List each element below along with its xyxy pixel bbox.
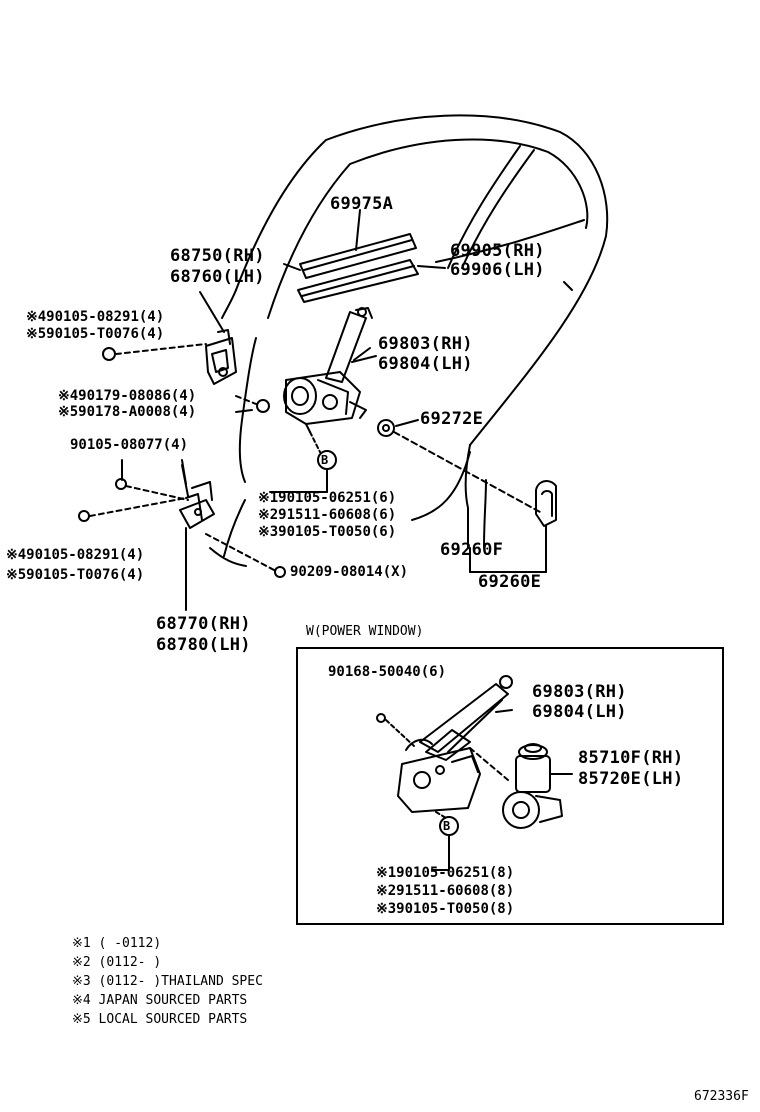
- upper-hinge: [199, 291, 237, 385]
- lower-hinge: [179, 459, 247, 611]
- label-90105-08077: 90105-08077(4): [70, 437, 189, 453]
- label-85710f: 85710F(RH): [578, 748, 684, 768]
- channel-strips: [297, 209, 446, 303]
- label-490179-08086: ※490179-08086(4): [58, 388, 197, 404]
- label-69905: 69905(RH): [450, 241, 545, 261]
- figure-code: 672336F: [694, 1089, 749, 1104]
- label-leaders: [121, 263, 419, 497]
- note-5: ※5 LOCAL SOURCED PARTS: [72, 1012, 248, 1027]
- callout-b-leader-top: [269, 431, 337, 493]
- power-window-title: W(POWER WINDOW): [306, 624, 424, 639]
- label-590105-t0076-bot: ※590105-T0076(4): [6, 567, 145, 583]
- label-390105-t0050: ※390105-T0050(6): [258, 524, 397, 540]
- label-490105-08291-top: ※490105-08291(4): [26, 309, 165, 325]
- window-regulator: [283, 307, 373, 433]
- label-pw-190105-06251: ※190105-06251(8): [376, 865, 515, 881]
- power-window-regulator: [376, 675, 513, 819]
- label-69975a: 69975A: [330, 194, 394, 214]
- label-pw-69804: 69804(LH): [532, 702, 627, 722]
- note-3: ※3 (0112- )THAILAND SPEC: [72, 974, 263, 989]
- label-68760: 68760(LH): [170, 267, 265, 287]
- label-pw-291511-60608: ※291511-60608(8): [376, 883, 515, 899]
- callout-b-top: B: [321, 453, 329, 467]
- label-69906: 69906(LH): [450, 260, 545, 280]
- door-frame-outline: [221, 114, 609, 557]
- weatherstrip: [469, 480, 557, 573]
- label-69260f: 69260F: [440, 540, 504, 560]
- label-291511-60608: ※291511-60608(6): [258, 507, 397, 523]
- note-2: ※2 (0112- ): [72, 955, 162, 970]
- callout-b-power: B: [443, 819, 451, 833]
- power-window-motor: [502, 743, 573, 829]
- note-1: ※1 ( -0112): [72, 936, 162, 951]
- label-90168-50040: 90168-50040(6): [328, 664, 447, 680]
- label-90209-08014: 90209-08014(X): [290, 564, 409, 580]
- label-69804: 69804(LH): [378, 354, 473, 374]
- note-4: ※4 JAPAN SOURCED PARTS: [72, 993, 248, 1008]
- label-pw-390105-t0050: ※390105-T0050(8): [376, 901, 515, 917]
- label-69260e: 69260E: [478, 572, 542, 592]
- callout-b-leader-power: [431, 709, 513, 871]
- label-pw-69803: 69803(RH): [532, 682, 627, 702]
- label-590178-a0008: ※590178-A0008(4): [58, 404, 197, 420]
- label-68750: 68750(RH): [170, 246, 265, 266]
- label-69272e: 69272E: [420, 409, 484, 429]
- label-590105-t0076-top: ※590105-T0076(4): [26, 326, 165, 342]
- label-68770: 68770(RH): [156, 614, 251, 634]
- label-490105-08291-bot: ※490105-08291(4): [6, 547, 145, 563]
- label-68780: 68780(LH): [156, 635, 251, 655]
- power-window-box: [296, 647, 724, 925]
- fasteners: [78, 343, 541, 578]
- label-190105-06251: ※190105-06251(6): [258, 490, 397, 506]
- label-69803: 69803(RH): [378, 334, 473, 354]
- label-85720e: 85720E(LH): [578, 769, 684, 789]
